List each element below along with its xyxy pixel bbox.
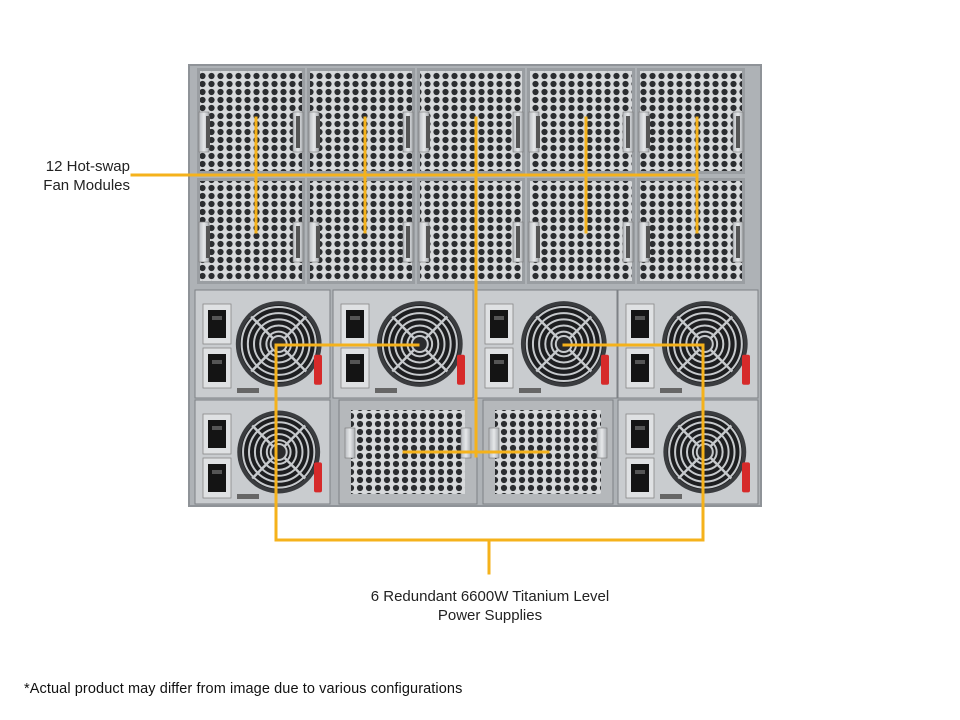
power-inlet-icon: [202, 347, 232, 389]
fan-module-icon: [417, 178, 525, 284]
power-inlet-icon: [625, 303, 655, 345]
fan-modules-label-line1: 12 Hot-swap: [45, 158, 130, 175]
callout-lines: [130, 116, 705, 575]
disclaimer-text: *Actual product may differ from image du…: [24, 681, 463, 697]
power-inlet-icon: [484, 347, 514, 389]
fan-grille-icon: [663, 410, 747, 494]
power-supply-icon: [617, 399, 759, 505]
fan-grille-icon: [661, 301, 748, 387]
power-supplies-label-line2: Power Supplies: [437, 607, 543, 624]
fan-grille-icon: [237, 410, 321, 494]
fan-modules-label-line2: Fan Modules: [43, 177, 130, 194]
power-inlet-icon: [202, 457, 232, 499]
fan-module-icon: [197, 178, 305, 284]
power-inlet-icon: [625, 413, 655, 455]
power-inlet-icon: [340, 347, 370, 389]
power-inlet-icon: [340, 303, 370, 345]
fan-module-icon: [417, 68, 525, 174]
power-inlet-icon: [625, 347, 655, 389]
power-inlet-icon: [202, 413, 232, 455]
fan-module-icon: [637, 68, 745, 174]
power-inlet-icon: [625, 457, 655, 499]
fan-module-icon: [197, 68, 305, 174]
power-supplies-label: 6 Redundant 6600W Titanium Level Power S…: [330, 587, 650, 625]
fan-module-icon: [527, 68, 635, 174]
fan-module-icon: [637, 178, 745, 284]
power-supplies-label-line1: 6 Redundant 6600W Titanium Level: [370, 588, 610, 605]
fan-modules-label: 12 Hot-swap Fan Modules: [18, 157, 130, 195]
power-inlet-icon: [202, 303, 232, 345]
fan-modules: [197, 68, 745, 284]
power-inlet-icon: [484, 303, 514, 345]
fan-module-icon: [527, 178, 635, 284]
fan-module-icon: [307, 68, 415, 174]
fan-module-icon: [307, 178, 415, 284]
power-supply-icon: [194, 399, 331, 505]
fan-grille-icon: [376, 301, 463, 387]
